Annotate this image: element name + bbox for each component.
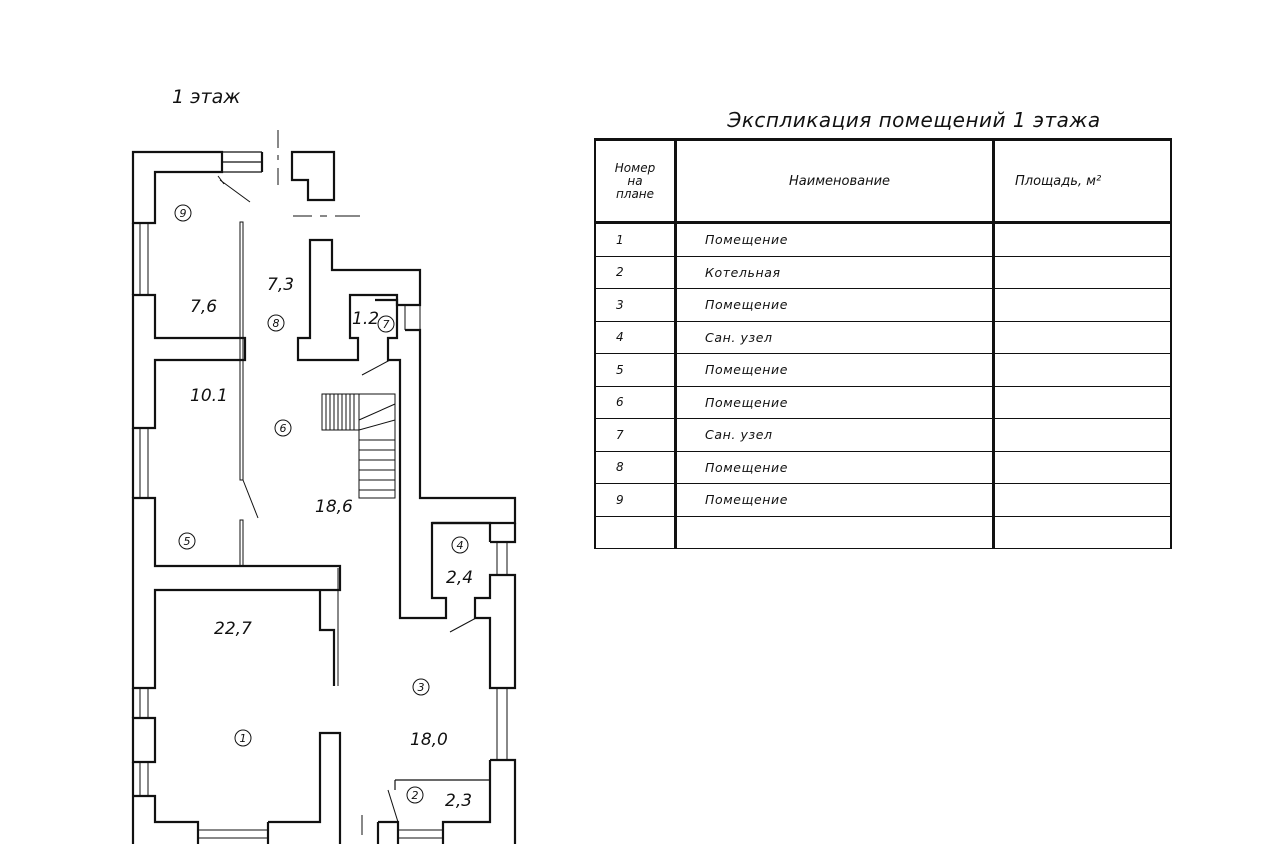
row-number: 7 bbox=[594, 418, 677, 452]
room-number-5: 5 bbox=[184, 535, 191, 548]
row-number: 3 bbox=[594, 288, 677, 322]
table-row: 1 Помещение bbox=[594, 222, 1172, 257]
wall-central-block bbox=[296, 238, 422, 362]
wall-bottom-left bbox=[133, 794, 200, 844]
plan-walls bbox=[131, 150, 517, 844]
room-number-8: 8 bbox=[273, 317, 280, 330]
row-name: Помещение bbox=[675, 353, 994, 387]
row-name bbox=[675, 515, 994, 549]
table-row: 4 Сан. узел bbox=[594, 320, 1172, 354]
row-area bbox=[992, 288, 1172, 322]
wall-right-pier bbox=[473, 573, 517, 690]
wall-pier-left bbox=[131, 716, 157, 764]
room-markers: 9 8 7 6 5 4 1 3 2 bbox=[174, 204, 469, 804]
table-row: 3 Помещение bbox=[594, 288, 1172, 322]
row-area bbox=[992, 255, 1172, 289]
area-labels: 7,6 7,3 1.2 10.1 18,6 2,4 22,7 18,0 2,3 bbox=[190, 275, 473, 811]
table-row: 8 Помещение bbox=[594, 450, 1172, 484]
row-number: 5 bbox=[594, 353, 677, 387]
area-room-4: 2,4 bbox=[446, 568, 473, 588]
room-number-6: 6 bbox=[280, 422, 287, 435]
floor-title: 1 этаж bbox=[172, 86, 241, 108]
area-room-1: 22,7 bbox=[214, 619, 252, 639]
row-number: 6 bbox=[594, 385, 677, 419]
header-name: Наименование bbox=[674, 138, 995, 224]
plan-annotations bbox=[217, 130, 477, 835]
row-name: Помещение bbox=[675, 483, 994, 517]
table-row: 6 Помещение bbox=[594, 385, 1172, 419]
row-area bbox=[992, 483, 1172, 517]
wall-entrance-block bbox=[290, 150, 336, 202]
row-name: Помещение bbox=[675, 288, 994, 322]
table-title: Экспликация помещений 1 этажа bbox=[727, 108, 1101, 132]
row-number: 1 bbox=[594, 222, 677, 257]
row-area bbox=[992, 450, 1172, 484]
row-name: Помещение bbox=[675, 450, 994, 484]
stairs bbox=[321, 393, 396, 499]
row-area bbox=[992, 515, 1172, 549]
area-room-2: 2,3 bbox=[445, 791, 472, 811]
row-area bbox=[992, 320, 1172, 354]
row-number: 4 bbox=[594, 320, 677, 354]
room-number-1: 1 bbox=[240, 732, 247, 745]
area-room-5-upper: 10.1 bbox=[190, 386, 228, 406]
row-number: 2 bbox=[594, 255, 677, 289]
header-number: Номер на плане bbox=[594, 138, 677, 224]
row-area bbox=[992, 385, 1172, 419]
wall-corner-top-left bbox=[131, 150, 224, 225]
header-number-line-3: плане bbox=[615, 186, 655, 201]
row-area bbox=[992, 418, 1172, 452]
header-number-line-2: на bbox=[627, 173, 643, 188]
row-number: 8 bbox=[594, 450, 677, 484]
wall-partition-5-1 bbox=[131, 496, 342, 690]
wall-corridor-right bbox=[375, 298, 517, 620]
area-room-8: 7,3 bbox=[267, 275, 294, 295]
room-number-4: 4 bbox=[457, 539, 464, 552]
floor-plan: 9 8 7 6 5 4 1 3 2 7,6 7,3 1.2 10.1 18,6 … bbox=[131, 130, 517, 844]
table-header-row: Номер на плане Наименование Площадь, м² bbox=[594, 138, 1172, 224]
header-area: Площадь, м² bbox=[992, 138, 1172, 224]
explication-table: Номер на плане Наименование Площадь, м² … bbox=[594, 138, 1172, 549]
table-row: 2 Котельная bbox=[594, 255, 1172, 289]
row-number: 9 bbox=[594, 483, 677, 517]
room-number-9: 9 bbox=[180, 207, 187, 220]
wall-partition-9-5 bbox=[131, 293, 247, 430]
table-row bbox=[594, 515, 1172, 549]
row-name: Помещение bbox=[675, 385, 994, 419]
room-number-7: 7 bbox=[383, 318, 390, 331]
table-row: 9 Помещение bbox=[594, 483, 1172, 517]
row-name: Помещение bbox=[675, 222, 994, 257]
area-room-9: 7,6 bbox=[190, 297, 217, 317]
header-number-line-1: Номер bbox=[614, 160, 656, 175]
row-area bbox=[992, 353, 1172, 387]
room-number-3: 3 bbox=[418, 681, 425, 694]
table-row: 5 Помещение bbox=[594, 353, 1172, 387]
row-name: Сан. узел bbox=[675, 418, 994, 452]
row-number bbox=[594, 515, 677, 549]
row-area bbox=[992, 222, 1172, 257]
area-room-6: 18,6 bbox=[315, 497, 353, 517]
row-name: Котельная bbox=[675, 255, 994, 289]
area-room-3: 18,0 bbox=[410, 730, 448, 750]
area-room-7: 1.2 bbox=[352, 309, 379, 329]
room-number-2: 2 bbox=[412, 789, 419, 802]
table-row: 7 Сан. узел bbox=[594, 418, 1172, 452]
row-name: Сан. узел bbox=[675, 320, 994, 354]
